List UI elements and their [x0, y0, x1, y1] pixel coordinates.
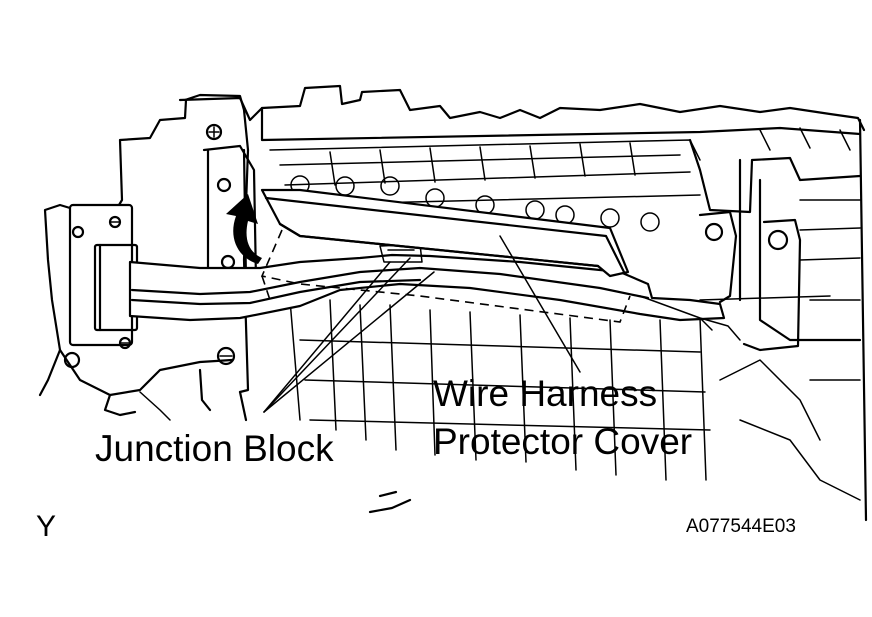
left-bracket	[38, 93, 258, 422]
phantom-cover-outline	[260, 229, 631, 323]
junction-block-connector	[63, 203, 139, 369]
junction-block-label: Junction Block	[95, 428, 334, 469]
wire-harness-label-line2: Protector Cover	[433, 421, 693, 462]
leader-lines	[263, 235, 581, 413]
wire-harness-label-line1: Wire Harness	[433, 373, 658, 414]
view-marker: Y	[36, 510, 57, 543]
protector-cover	[260, 188, 630, 278]
curved-arrow-up-icon	[226, 194, 262, 264]
right-mount-tabs	[698, 210, 802, 352]
wire-harness	[128, 243, 741, 341]
figure-code: A077544E03	[686, 516, 796, 537]
